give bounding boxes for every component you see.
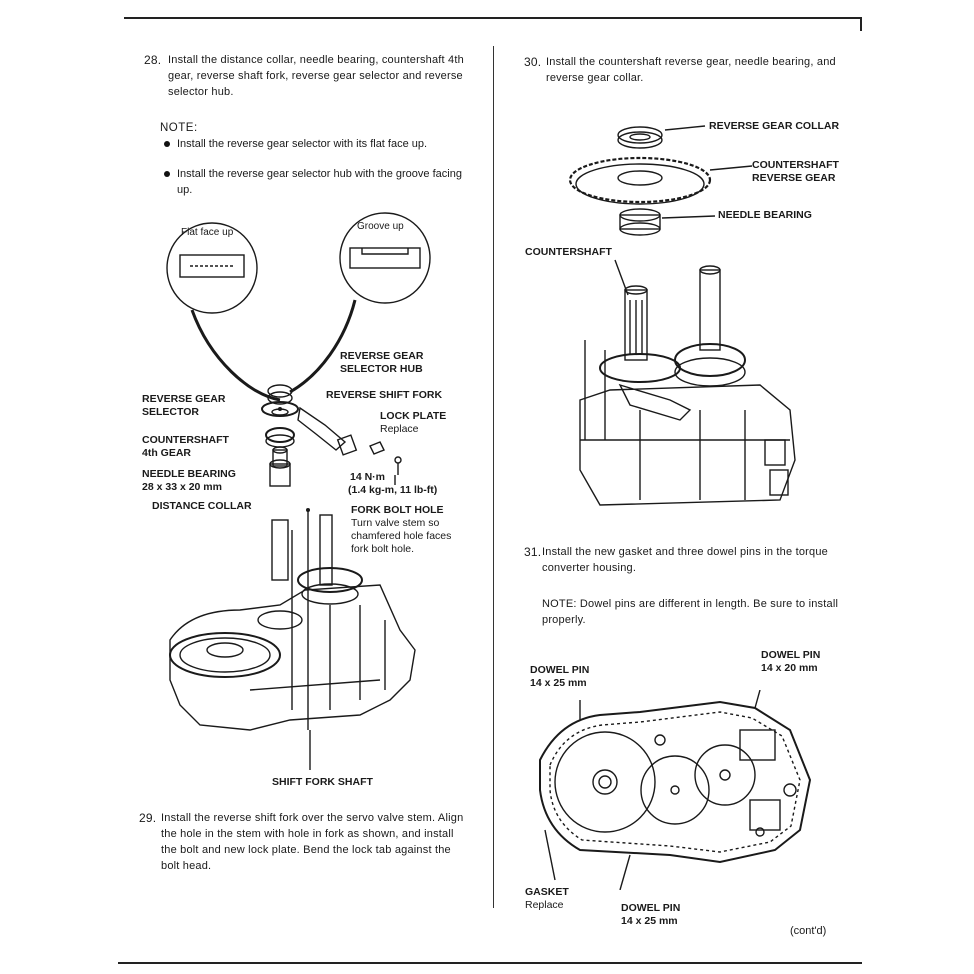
label-reverse-gear-collar: REVERSE GEAR COLLAR: [709, 120, 840, 132]
note-item-2: Install the reverse gear selector hub wi…: [164, 166, 469, 198]
step-28-number: 28.: [144, 53, 162, 67]
label-dowel-pin-top-right-size: 14 x 20 mm: [761, 662, 818, 674]
step-29-number: 29.: [139, 811, 157, 825]
column-divider: [493, 46, 494, 908]
label-gasket: GASKET: [525, 886, 569, 898]
page-top-rule: [124, 17, 862, 19]
step-31-note: NOTE: Dowel pins are different in length…: [542, 598, 839, 626]
page-corner-rule: [860, 17, 862, 31]
step-31: 31. Install the new gasket and three dow…: [524, 544, 844, 576]
step-31-text: Install the new gasket and three dowel p…: [542, 546, 828, 574]
label-shift-fork-shaft: SHIFT FORK SHAFT: [272, 776, 373, 788]
bullet-icon: [164, 171, 170, 177]
label-dowel-pin-bottom: DOWEL PIN: [621, 902, 681, 914]
label-reverse-gear-selector: REVERSE GEAR SELECTOR: [142, 393, 226, 418]
torque-converter-housing-illustration: [539, 690, 812, 890]
label-reverse-gear-selector-hub: REVERSE GEAR SELECTOR HUB: [340, 350, 436, 376]
label-torque: 14 N·m: [350, 471, 386, 483]
page-bottom-rule: [118, 962, 862, 964]
step-28-text: Install the distance collar, needle bear…: [168, 54, 464, 98]
label-gasket-note: Replace: [525, 899, 564, 911]
label-dowel-pin-left-size: 14 x 25 mm: [530, 677, 587, 689]
step-29: 29. Install the reverse shift fork over …: [139, 810, 469, 874]
label-reverse-shift-fork: REVERSE SHIFT FORK: [326, 389, 443, 401]
flat-face-callout-circle: [166, 222, 258, 314]
note-item-2-text: Install the reverse gear selector hub wi…: [177, 168, 462, 196]
label-fork-bolt-hole: FORK BOLT HOLE: [351, 504, 444, 516]
continued-marker: (cont'd): [790, 925, 827, 937]
label-dowel-pin-top-right: DOWEL PIN: [761, 649, 821, 661]
groove-callout-circle: [339, 212, 431, 304]
label-countershaft-reverse-gear: COUNTERSHAFT REVERSE GEAR: [752, 159, 839, 184]
step-29-text: Install the reverse shift fork over the …: [161, 812, 464, 872]
label-lock-plate: LOCK PLATE: [380, 410, 447, 422]
label-countershaft-4th-gear: COUNTERSHAFT 4th GEAR: [142, 434, 229, 459]
label-dowel-pin-bottom-size: 14 x 25 mm: [621, 915, 678, 927]
label-countershaft: COUNTERSHAFT: [525, 246, 612, 258]
step-30-text: Install the countershaft reverse gear, n…: [546, 56, 836, 84]
label-needle-bearing: NEEDLE BEARING: [142, 468, 236, 480]
step-30: 30. Install the countershaft reverse gea…: [524, 54, 844, 86]
label-distance-collar: DISTANCE COLLAR: [152, 500, 252, 512]
callout-groove: Groove up: [357, 221, 404, 232]
transmission-assembly-illustration: [166, 212, 431, 770]
countershaft-reverse-gear-illustration: [568, 125, 796, 506]
bullet-icon: [164, 141, 170, 147]
callout-flat-face: Flat face up: [181, 227, 234, 238]
label-needle-bearing-size: 28 x 33 x 20 mm: [142, 481, 222, 493]
label-needle-bearing-2: NEEDLE BEARING: [718, 209, 812, 221]
label-fork-bolt-note: Turn valve stem so chamfered hole faces …: [351, 517, 452, 555]
step-28: 28. Install the distance collar, needle …: [144, 52, 474, 100]
label-dowel-pin-left: DOWEL PIN: [530, 664, 590, 676]
note-heading: NOTE:: [160, 122, 198, 134]
label-lock-plate-note: Replace: [380, 423, 419, 435]
step-31-number: 31.: [524, 545, 542, 559]
note-item-1: Install the reverse gear selector with i…: [164, 136, 469, 152]
step-30-number: 30.: [524, 55, 542, 69]
label-reverse-gear-selector-hub-text: REVERSE GEAR SELECTOR HUB: [340, 350, 424, 375]
label-torque-alt: (1.4 kg-m, 11 lb-ft): [348, 484, 438, 496]
note-item-1-text: Install the reverse gear selector with i…: [177, 138, 428, 150]
